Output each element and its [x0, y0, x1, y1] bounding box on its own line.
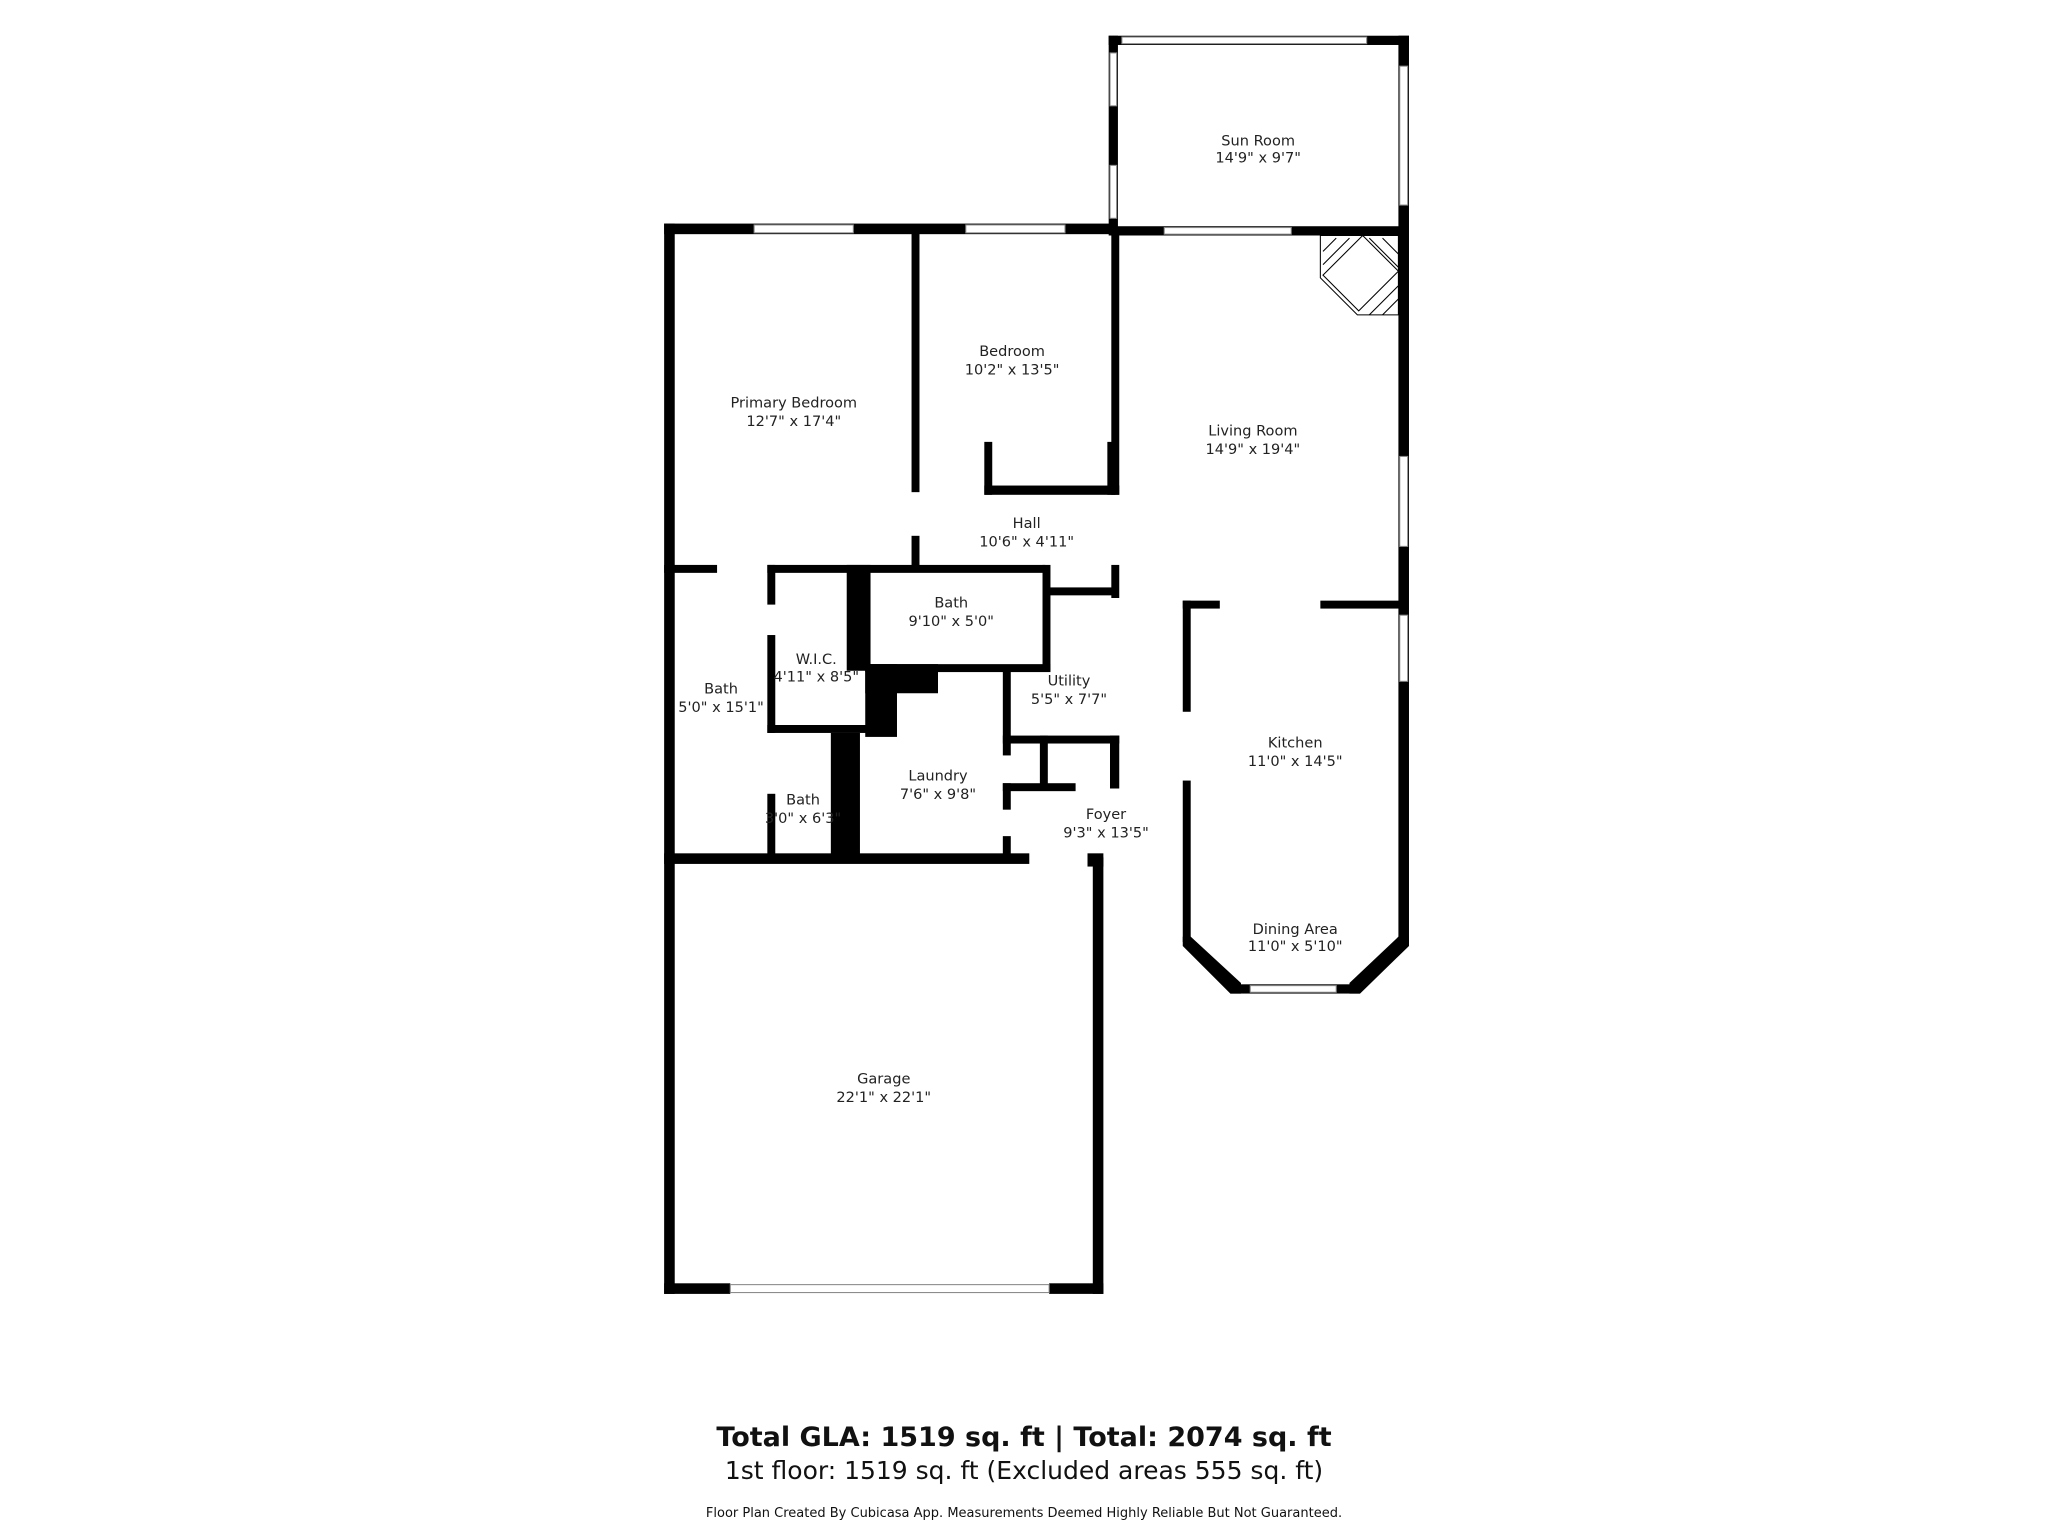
room-size: 9'10" x 5'0" — [908, 613, 994, 630]
room-size: 11'0" x 14'5" — [1248, 753, 1343, 770]
room-size: 5'0" x 15'1" — [678, 699, 764, 716]
windows — [729, 36, 1409, 1294]
room-name: Bath — [786, 791, 820, 808]
room-size: 22'1" x 22'1" — [836, 1089, 931, 1106]
room-size: 4'11" x 8'5" — [774, 668, 860, 685]
room-name: Foyer — [1086, 806, 1126, 823]
room-name: W.I.C. — [796, 651, 837, 668]
room-name: Kitchen — [1268, 734, 1323, 751]
room-size: 12'7" x 17'4" — [746, 413, 841, 430]
room-size: 9'3" x 13'5" — [1063, 824, 1149, 841]
room-size: 14'9" x 9'7" — [1215, 150, 1301, 167]
room-size: 10'6" x 4'11" — [979, 533, 1074, 550]
fireplace — [1319, 234, 1400, 316]
room-size: 5'5" x 7'7" — [1031, 691, 1107, 708]
room-name: Bath — [704, 680, 738, 697]
room-name: Living Room — [1208, 422, 1297, 439]
room-size: 3'0" x 6'3" — [765, 810, 841, 827]
room-name: Primary Bedroom — [730, 394, 857, 411]
room-size: 10'2" x 13'5" — [965, 361, 1060, 378]
room-name: Hall — [1013, 515, 1041, 532]
disclaimer: Floor Plan Created By Cubicasa App. Meas… — [705, 1506, 1343, 1521]
room-name: Bedroom — [979, 343, 1045, 360]
room-name: Bath — [934, 594, 968, 611]
room-name: Utility — [1048, 672, 1091, 689]
total-area: Total GLA: 1519 sq. ft | Total: 2074 sq.… — [716, 1422, 1332, 1453]
room-size: 14'9" x 19'4" — [1205, 441, 1300, 458]
room-name: Laundry — [908, 768, 968, 785]
room-size: 11'0" x 5'10" — [1248, 938, 1343, 955]
room-name: Garage — [857, 1071, 910, 1088]
room-name: Sun Room — [1221, 133, 1295, 150]
room-labels: Sun Room 14'9" x 9'7" Bedroom 10'2" x 13… — [678, 133, 1342, 1107]
floor-area: 1st floor: 1519 sq. ft (Excluded areas 5… — [724, 1456, 1324, 1485]
room-size: 7'6" x 9'8" — [900, 786, 976, 803]
room-name: Dining Area — [1253, 921, 1338, 938]
